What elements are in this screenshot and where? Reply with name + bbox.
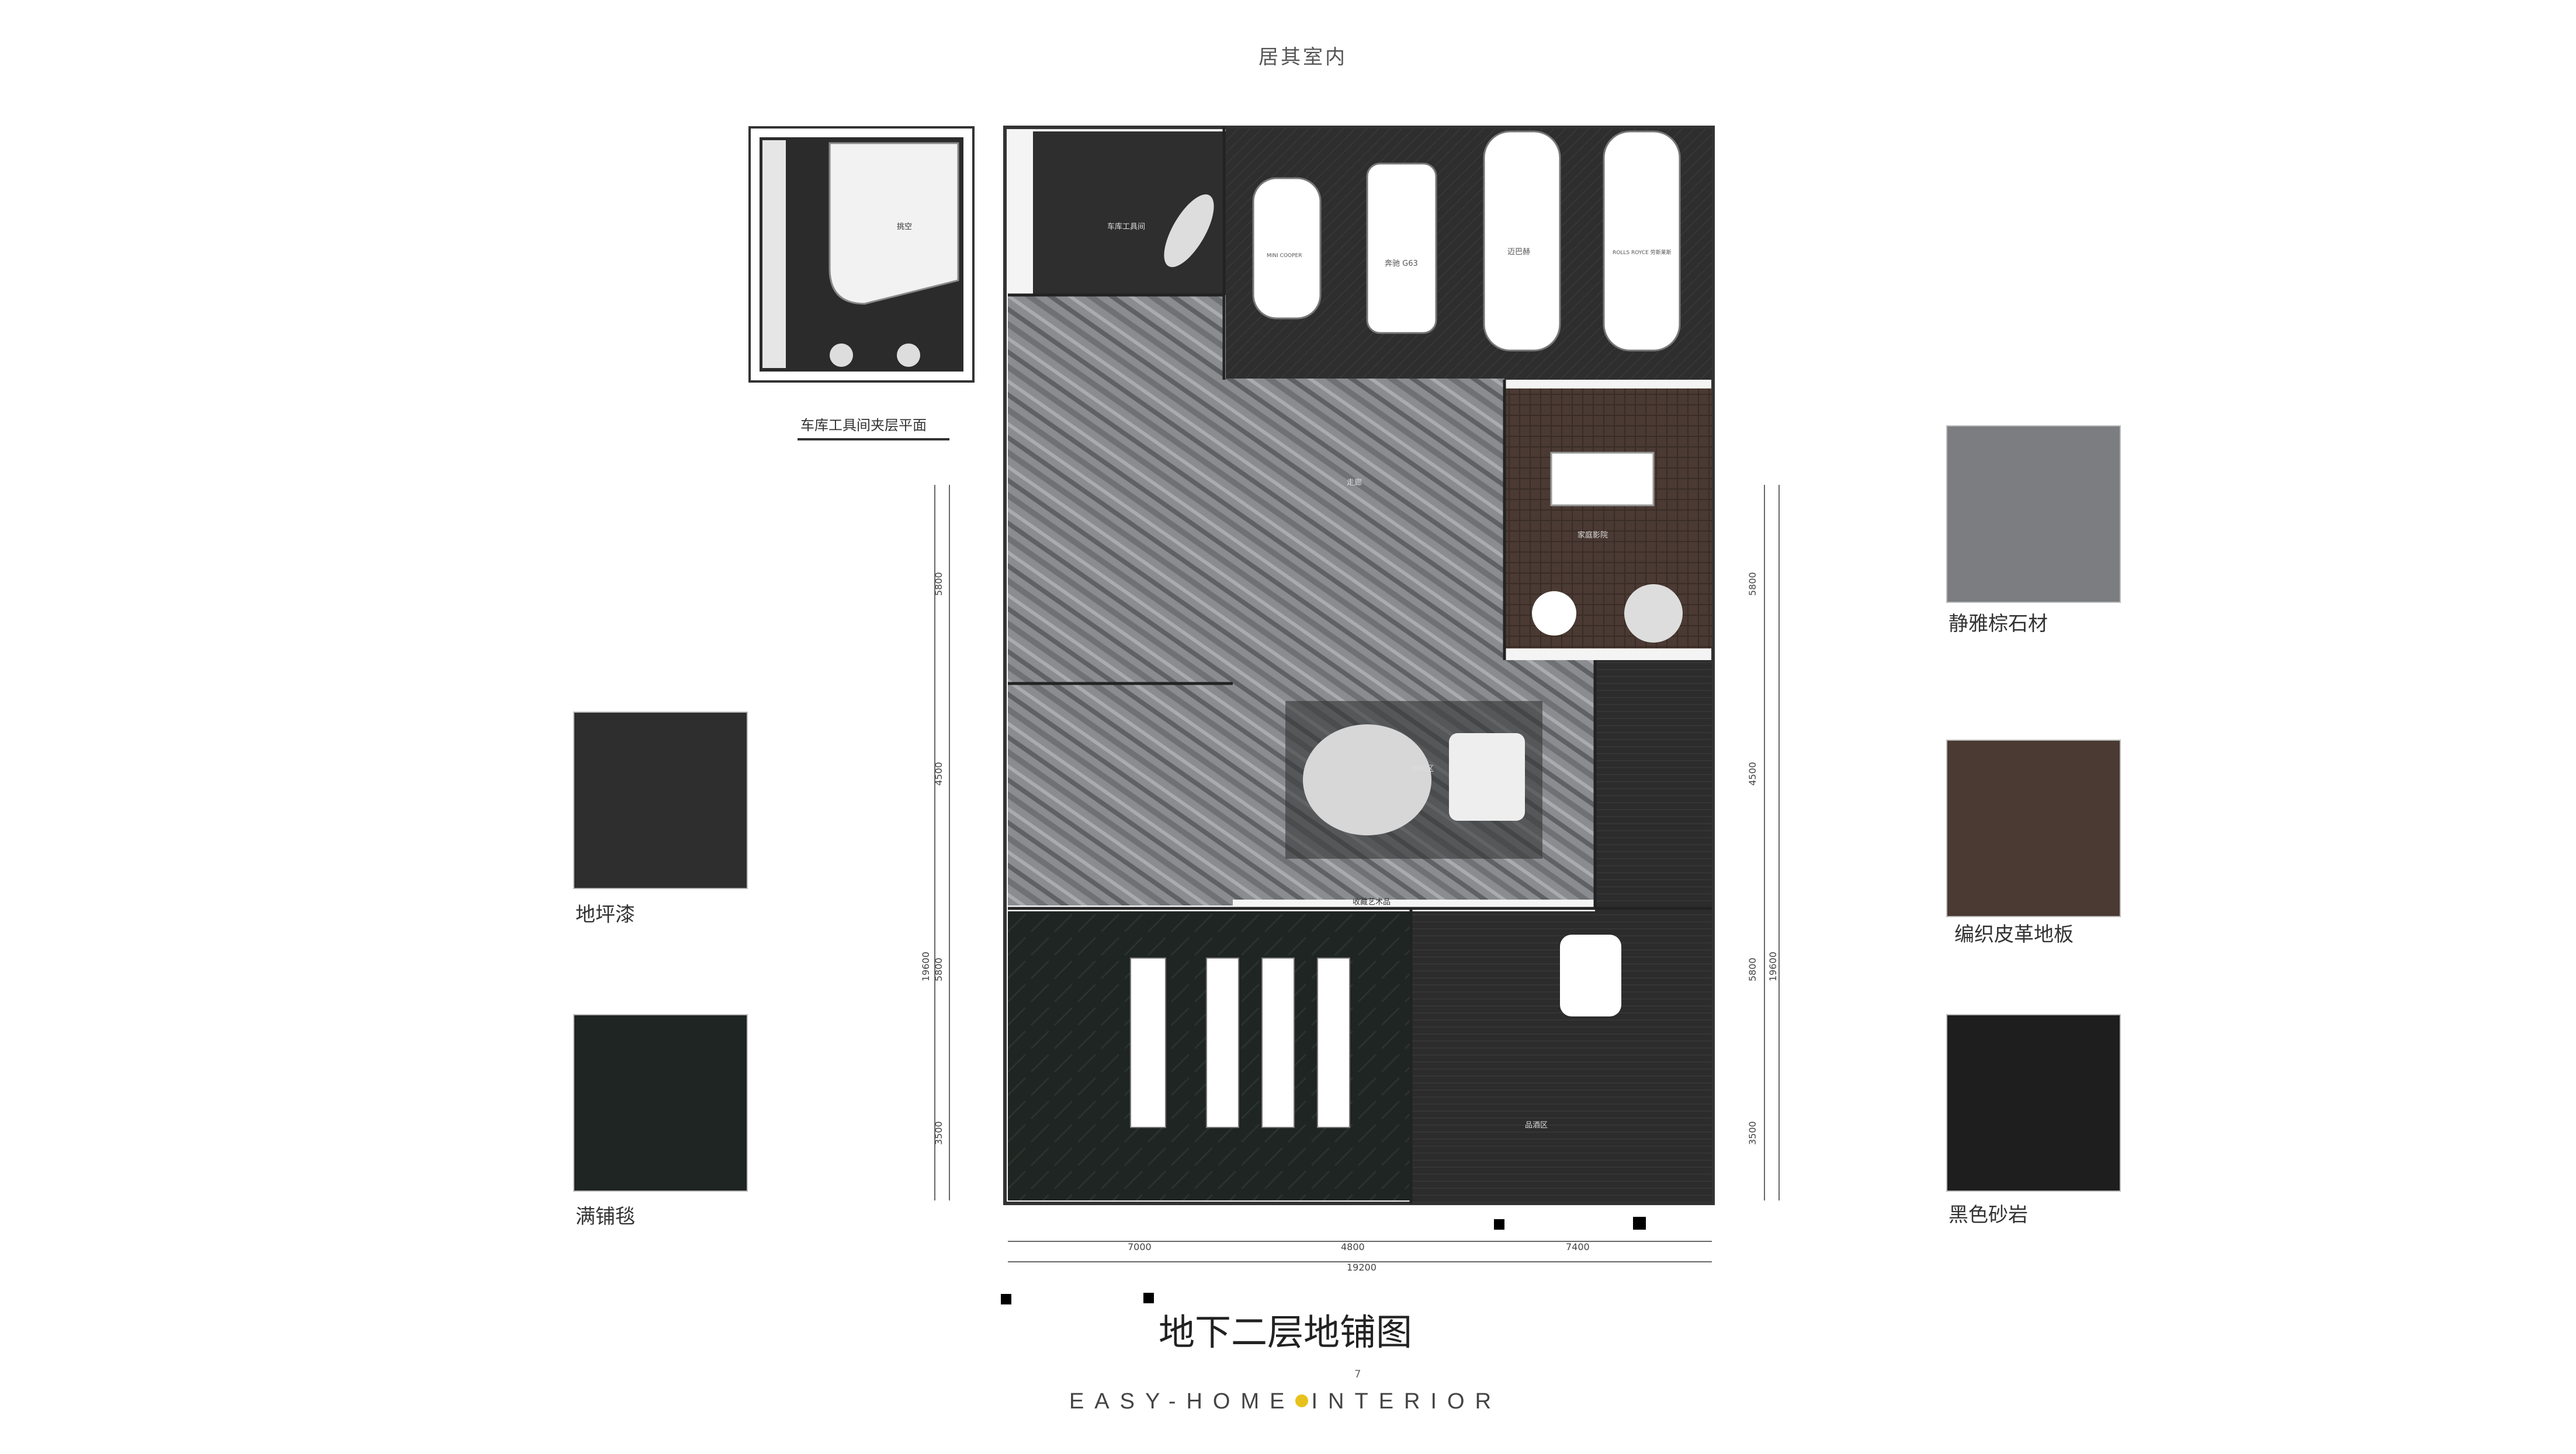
dim-bottom-2: 4800	[1341, 1241, 1365, 1252]
label-art: 收藏艺术品	[1353, 898, 1391, 907]
brand-header: 居其室内	[1258, 46, 1347, 69]
footer-brand: EASY-HOME INTERIOR	[993, 1389, 1578, 1414]
plan-title: 地下二层地铺图	[1158, 1311, 1412, 1354]
swatch-label-carpet: 满铺毯	[575, 1205, 635, 1229]
swatch-leather	[1947, 741, 2120, 916]
label-car-1: MINI COOPER	[1267, 253, 1302, 259]
label-corridor: 走廊	[1347, 478, 1362, 487]
page-number: 7	[1354, 1368, 1361, 1380]
footer-brand-left: EASY-HOME	[1069, 1389, 1295, 1414]
dim-left-4: 3500	[933, 1121, 944, 1145]
dim-left-3: 5800	[933, 957, 944, 981]
swatch-label-sandstone: 黑色砂岩	[1949, 1203, 2028, 1227]
swatch-floor-paint	[574, 713, 747, 888]
dim-left-2: 4500	[933, 762, 944, 786]
swatch-marble	[1947, 426, 2120, 602]
dim-right-1: 5800	[1747, 572, 1758, 596]
dim-right-4: 3500	[1747, 1121, 1758, 1145]
label-car-4: ROLLS ROYCE 劳斯莱斯	[1613, 249, 1672, 256]
dim-right-total: 19600	[1767, 952, 1778, 981]
inset-title: 车库工具间夹层平面	[800, 417, 927, 433]
dim-left-1: 5800	[933, 572, 944, 596]
dim-bottom-1: 7000	[1128, 1241, 1152, 1252]
label-car-3: 迈巴赫	[1507, 248, 1530, 256]
label-tool-room: 车库工具间	[1107, 222, 1145, 231]
dim-bottom-3: 7400	[1566, 1241, 1590, 1252]
label-wine-room: 品酒区	[1525, 1121, 1548, 1130]
dim-bottom-total: 19200	[1347, 1262, 1377, 1273]
marble-corridor	[1008, 383, 1224, 686]
swatch-carpet	[574, 1015, 747, 1191]
right-dark-strip	[1595, 660, 1712, 911]
inset-plan	[748, 126, 975, 383]
swatch-label-floor-paint: 地坪漆	[575, 903, 635, 926]
swatch-label-marble: 静雅棕石材	[1949, 612, 2048, 636]
label-car-2: 奔驰 G63	[1385, 259, 1418, 268]
swatch-sandstone	[1947, 1015, 2120, 1191]
dim-right-3: 5800	[1747, 957, 1758, 981]
dim-right-2: 4500	[1747, 762, 1758, 786]
footer-brand-right: INTERIOR	[1311, 1389, 1502, 1414]
swatch-label-leather: 编织皮革地板	[1954, 923, 2074, 946]
brand-dot-icon	[1295, 1394, 1308, 1407]
dim-left-total: 19600	[920, 952, 931, 981]
label-theater: 家庭影院	[1578, 530, 1608, 540]
inset-room-label: 挑空	[897, 223, 912, 231]
cars	[1252, 130, 1681, 352]
label-lounge: 休闲区	[1411, 765, 1434, 773]
